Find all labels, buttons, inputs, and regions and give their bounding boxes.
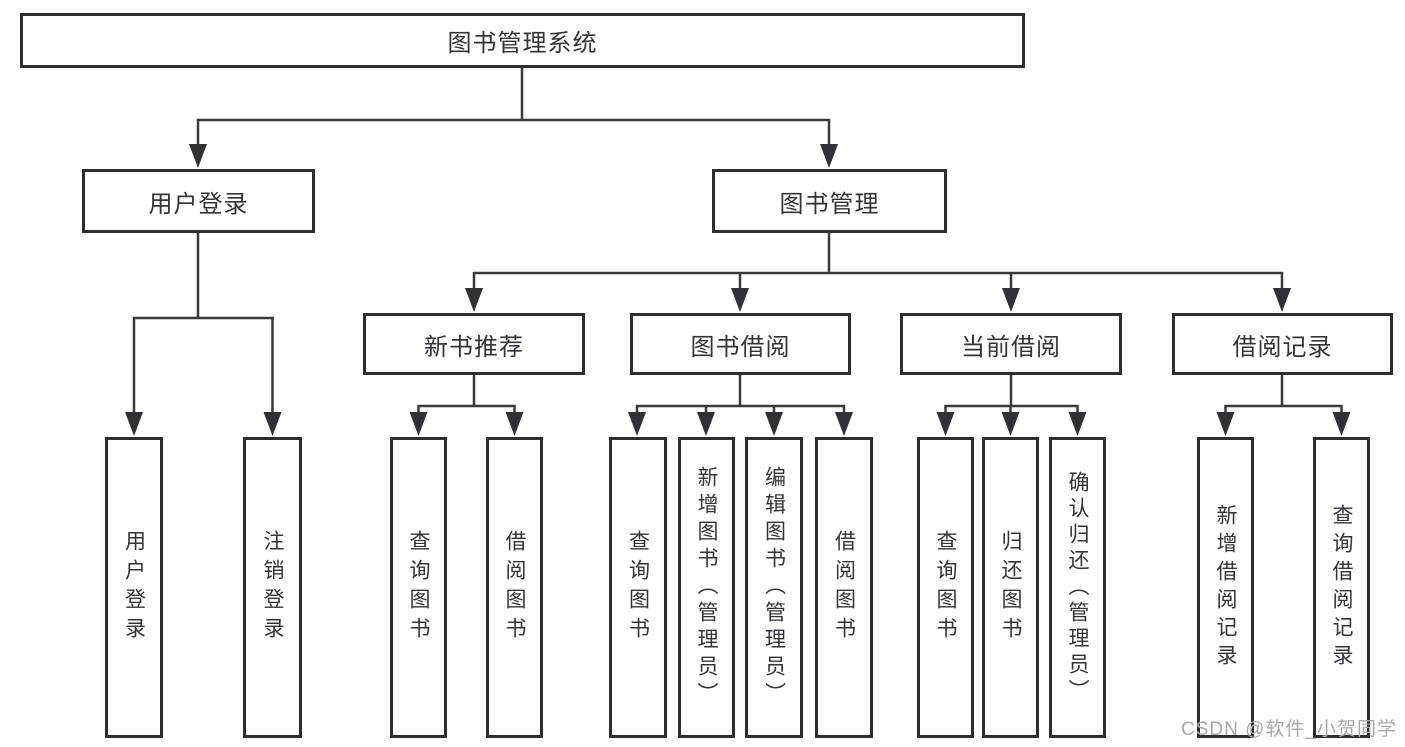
leaf-borrow-book-2: 借阅图书 <box>815 437 873 738</box>
connector-userlogin-to-leaves <box>132 232 274 414</box>
arrowheads <box>125 144 1351 436</box>
leaf-query-book-3: 查询图书 <box>917 437 974 738</box>
connector-bookmgmt-to-level3 <box>472 232 1284 290</box>
leaf-query-borrow-record: 查询借阅记录 <box>1313 437 1370 738</box>
connector-root-to-level2 <box>196 67 831 146</box>
csdn-watermark: CSDN @软件_小贺同学 <box>1181 719 1397 740</box>
node-new-book-recommend: 新书推荐 <box>363 313 585 375</box>
leaf-user-login: 用户登录 <box>105 437 163 738</box>
leaf-logout: 注销登录 <box>243 437 302 738</box>
leaf-confirm-return-admin: 确认归还（管理员） <box>1049 437 1106 738</box>
leaf-add-book-admin: 新增图书（管理员） <box>678 437 735 738</box>
leaf-query-book-1: 查询图书 <box>390 437 447 738</box>
leaf-borrow-book-1: 借阅图书 <box>486 437 543 738</box>
leaf-return-book: 归还图书 <box>982 437 1039 738</box>
connector-borrowrecord-to-leaves <box>1224 374 1343 414</box>
connector-bookborrow-to-leaves <box>635 374 846 414</box>
connector-currentborrow-to-leaves <box>944 374 1079 414</box>
node-current-borrow: 当前借阅 <box>900 313 1122 375</box>
leaf-edit-book-admin: 编辑图书（管理员） <box>745 437 803 738</box>
node-book-borrow: 图书借阅 <box>630 313 851 375</box>
node-library-management-system: 图书管理系统 <box>20 13 1025 68</box>
leaf-query-book-2: 查询图书 <box>609 437 667 738</box>
leaf-add-borrow-record: 新增借阅记录 <box>1197 437 1254 738</box>
node-user-login: 用户登录 <box>82 169 315 233</box>
node-book-management: 图书管理 <box>712 169 947 233</box>
connector-newbook-to-leaves <box>417 374 516 414</box>
node-borrow-record: 借阅记录 <box>1172 313 1393 375</box>
